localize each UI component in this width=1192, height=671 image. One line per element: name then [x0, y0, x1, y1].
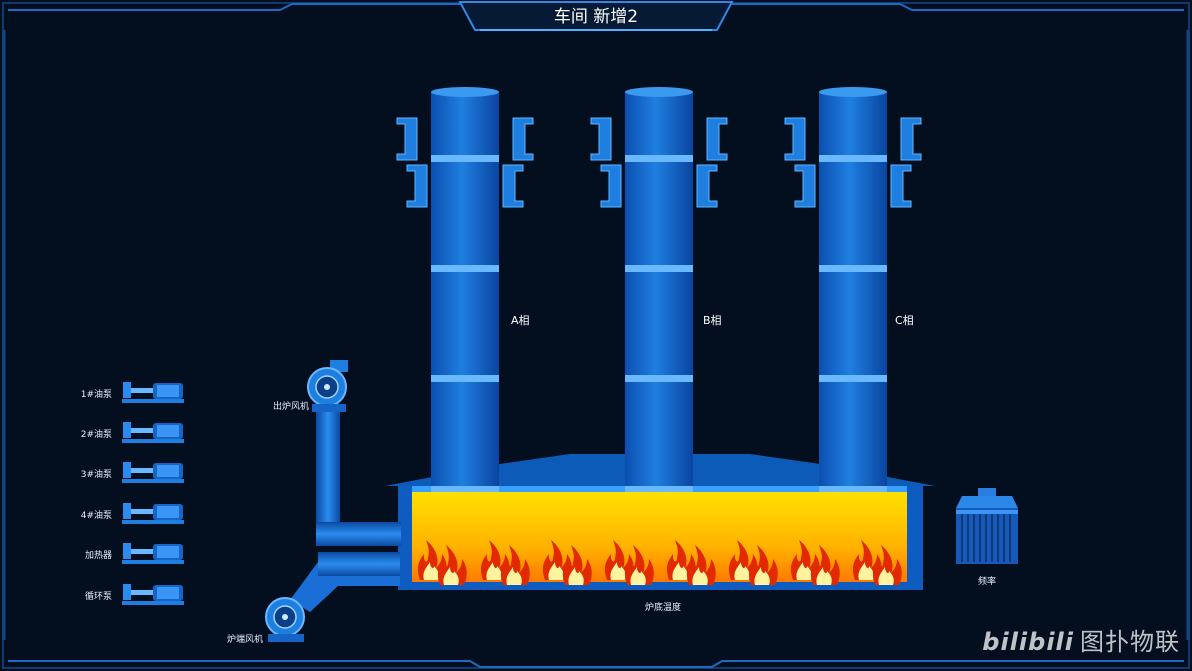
- inlet-fan-icon[interactable]: [265, 597, 305, 642]
- motor-freq-label: 频率: [978, 577, 997, 587]
- outlet-fan-icon[interactable]: [307, 360, 348, 412]
- pump-label-2: 2#油泵: [80, 430, 112, 440]
- tower-clamps: [396, 117, 922, 208]
- inlet-fan-label: 炉端风机: [227, 635, 264, 645]
- motor-icon[interactable]: [956, 488, 1018, 564]
- furnace-temp-label: 炉底温度: [645, 603, 682, 613]
- air-pipes: [290, 405, 401, 612]
- circulation-pump-icon[interactable]: [121, 581, 185, 607]
- heater-label: 加热器: [84, 551, 112, 561]
- watermark-text: 图扑物联: [1080, 628, 1180, 656]
- watermark-brand: bilibili: [982, 628, 1074, 656]
- page-title: 车间 新增2: [553, 7, 639, 27]
- pump-icon-2[interactable]: [121, 419, 185, 445]
- circulation-pump-label: 循环泵: [84, 592, 112, 602]
- tower-b[interactable]: [625, 87, 693, 492]
- pump-label-4: 4#油泵: [80, 511, 112, 521]
- pump-label-3: 3#油泵: [80, 470, 112, 480]
- pump-icon-4[interactable]: [121, 500, 185, 526]
- phase-c-label: C相: [895, 314, 914, 327]
- outlet-fan-label: 出炉风机: [273, 402, 310, 412]
- phase-a-label: A相: [511, 314, 530, 327]
- pump-label-1: 1#油泵: [80, 390, 112, 400]
- phase-b-label: B相: [703, 314, 722, 327]
- pump-icon-1[interactable]: [121, 379, 185, 405]
- tower-a[interactable]: [431, 87, 499, 492]
- tower-c[interactable]: [819, 87, 887, 492]
- heater-icon[interactable]: [121, 540, 185, 566]
- pump-icon-3[interactable]: [121, 459, 185, 485]
